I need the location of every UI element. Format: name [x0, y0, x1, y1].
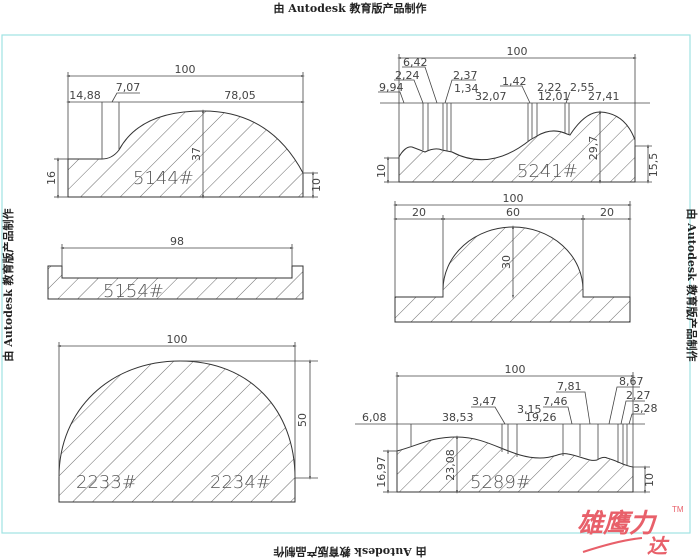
logo-text-main: 雄鹰力: [577, 509, 658, 539]
dim-left: 20: [412, 206, 426, 219]
drawing-frame: [1, 34, 691, 534]
dim-overall: 100: [167, 333, 188, 346]
dim-right-height: 10: [310, 178, 323, 192]
dim-height: 29,7: [587, 136, 600, 161]
dim-overall: 100: [507, 45, 528, 58]
dim-seg3: 78,05: [224, 89, 256, 102]
dim-d7: 7,81: [557, 380, 582, 393]
profile-2233-2234: 100 50 2233# 2234#: [57, 333, 318, 503]
dim-overall: 100: [505, 363, 526, 376]
dim-d7: 1,42: [502, 75, 527, 88]
dim-d4: 3,15: [517, 403, 542, 416]
profile-5289: 100 6,08 38,53 3,47 3,15 19,26 7,46 7,81…: [355, 363, 658, 494]
profile-code: 5154#: [103, 281, 164, 302]
dim-overall: 100: [175, 63, 196, 76]
dim-right: 20: [600, 206, 614, 219]
dim-d10: 3,28: [633, 402, 658, 415]
profile-code: 5144#: [133, 168, 194, 189]
brand-logo: 雄鹰力 达 TM: [577, 505, 684, 558]
dim-d8: 2,22: [537, 81, 562, 94]
dim-middle: 60: [506, 206, 520, 219]
dim-left-height: 16,97: [375, 456, 388, 488]
dim-overall: 100: [503, 192, 524, 205]
dim-d6: 7,46: [543, 395, 568, 408]
profile-5241: 100 9,94 2,24 6,42 2,37 1,34 32,07 1,42 …: [375, 45, 660, 184]
dim-d11: 27,41: [588, 90, 620, 103]
dim-d2: 2,24: [395, 69, 420, 82]
dim-d5: 1,34: [454, 82, 479, 95]
dim-height: 50: [296, 413, 309, 427]
dim-d10: 2,55: [570, 81, 595, 94]
dim-d2: 38,53: [442, 411, 474, 424]
watermark-top: 由 Autodesk 教育版产品制作: [273, 1, 426, 15]
logo-text-sub: 达: [647, 534, 670, 558]
profile-code-2234: 2234#: [210, 472, 271, 493]
watermark-right: 由 Autodesk 教育版产品制作: [685, 208, 699, 361]
dim-d5: 19,26: [525, 411, 557, 424]
profile-5144: 100 14,88 7,07 78,05 37 16 10 5144#: [45, 63, 323, 199]
dim-left-height: 10: [375, 164, 388, 178]
dim-right-height: 10: [643, 473, 656, 487]
dim-height: 30: [500, 255, 513, 269]
logo-trademark: TM: [672, 505, 684, 514]
watermark-bottom: 由 Autodesk 教育版产品制作: [273, 545, 426, 559]
dim-seg2: 7,07: [116, 81, 141, 94]
dim-d9: 2,27: [626, 389, 651, 402]
dim-height: 37: [190, 147, 203, 161]
dim-left-height: 16: [45, 171, 58, 185]
dim-d8: 8,67: [619, 375, 644, 388]
dim-right-height: 15,5: [647, 153, 660, 178]
dim-d6: 32,07: [475, 90, 507, 103]
profile-code-2233: 2233#: [76, 472, 137, 493]
watermark-left: 由 Autodesk 教育版产品制作: [1, 208, 15, 361]
dim-d4: 2,37: [453, 69, 478, 82]
profile-5154: 98 5154#: [47, 235, 304, 302]
profile-code: 5241#: [517, 161, 578, 182]
dim-inner-width: 98: [170, 235, 184, 248]
dim-seg1: 14,88: [69, 89, 101, 102]
dim-d1: 9,94: [379, 81, 404, 94]
dim-d3: 3,47: [472, 395, 497, 408]
profile-arch: 100 20 60 20 30: [393, 192, 632, 323]
dim-height: 23,08: [444, 449, 457, 481]
dim-d1: 6,08: [362, 411, 387, 424]
profile-code: 5289#: [470, 472, 531, 493]
dim-d9: 12,01: [538, 90, 570, 103]
dim-d3: 6,42: [403, 56, 428, 69]
